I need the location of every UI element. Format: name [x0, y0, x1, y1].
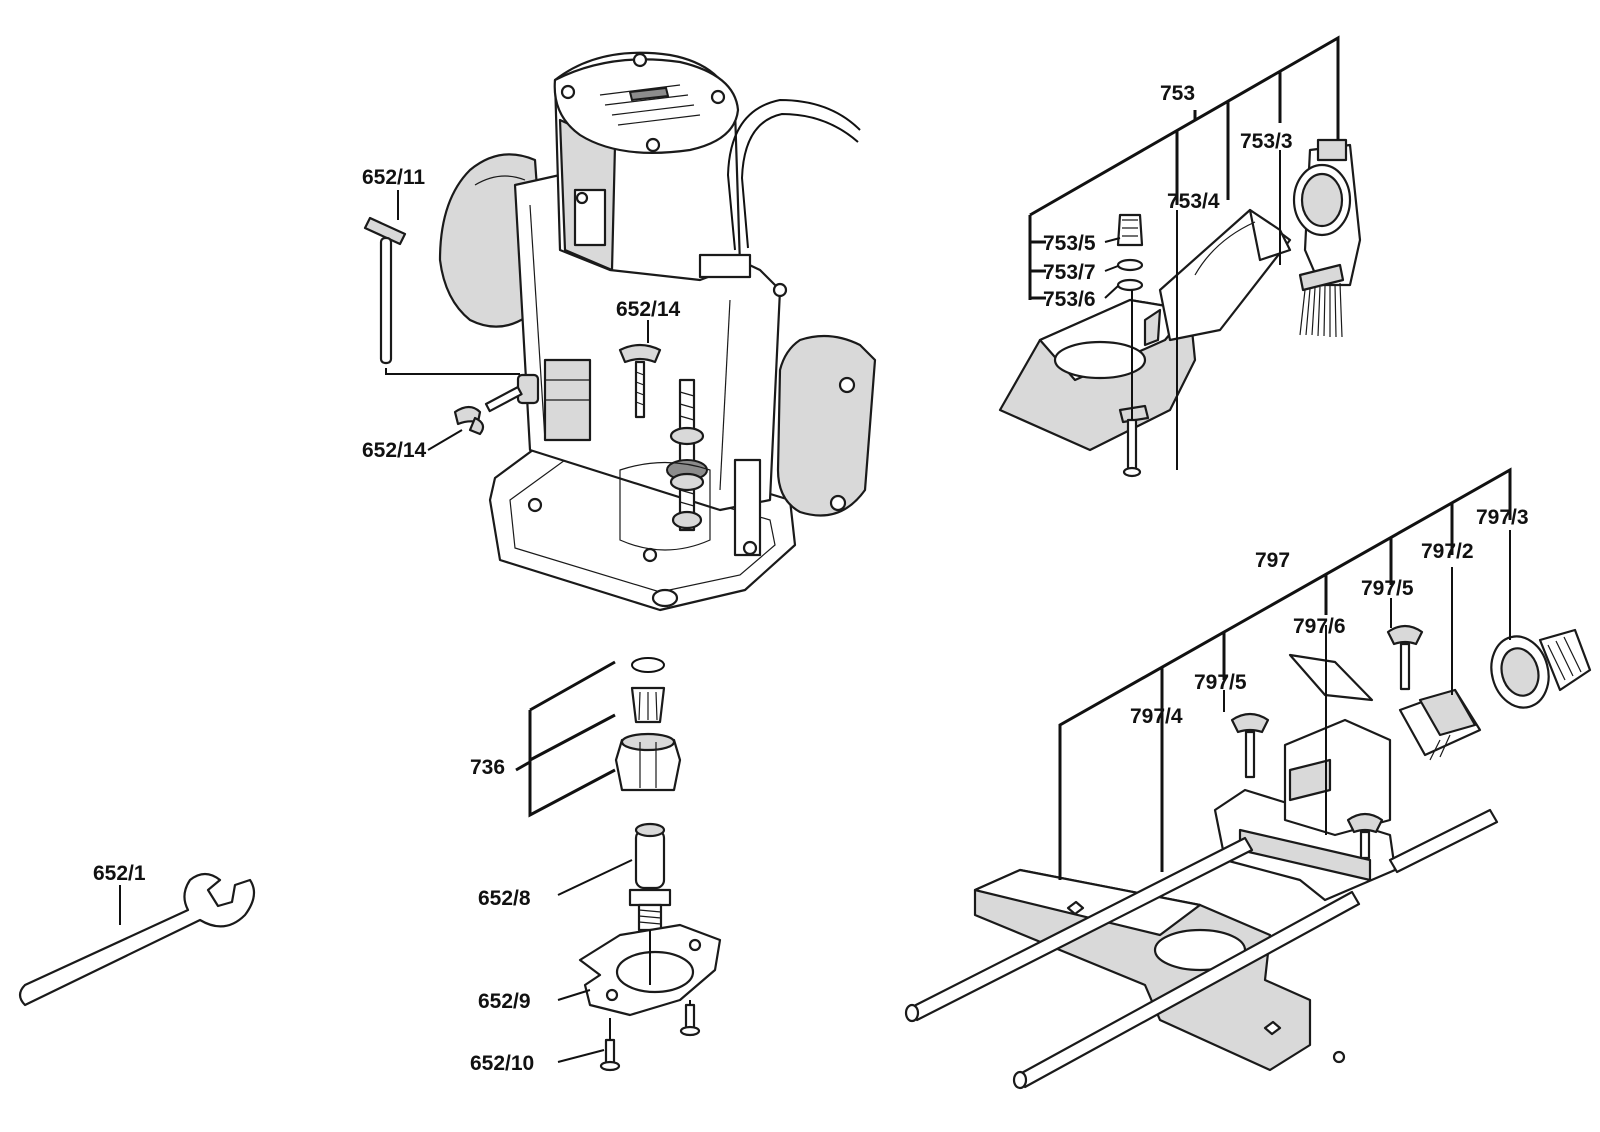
label-652-10: 652/10: [470, 1052, 534, 1075]
label-652-1: 652/1: [93, 862, 146, 885]
label-797-2: 797/2: [1421, 540, 1474, 563]
label-797-5-left: 797/5: [1194, 671, 1247, 694]
part-736-collet-set: [614, 657, 682, 792]
part-652-1-wrench: [18, 872, 256, 1007]
label-753-6: 753/6: [1043, 288, 1096, 311]
label-753-3: 753/3: [1240, 130, 1293, 153]
leader-lines: [119, 35, 1512, 1063]
label-797-5-right: 797/5: [1361, 577, 1414, 600]
label-797-4: 797/4: [1130, 705, 1183, 728]
label-652-14-left: 652/14: [362, 439, 427, 462]
label-736: 736: [470, 756, 505, 779]
labels: 753 753/3 753/4 753/5 753/7 753/6 652/11…: [93, 82, 1529, 1075]
label-753-5: 753/5: [1043, 232, 1096, 255]
label-753: 753: [1160, 82, 1195, 105]
label-797-6: 797/6: [1293, 615, 1346, 638]
label-753-4: 753/4: [1167, 190, 1220, 213]
label-652-14-top: 652/14: [616, 298, 681, 321]
label-797-3: 797/3: [1476, 506, 1529, 529]
label-753-7: 753/7: [1043, 261, 1096, 284]
label-652-8: 652/8: [478, 887, 531, 910]
label-652-9: 652/9: [478, 990, 531, 1013]
label-797: 797: [1255, 549, 1290, 572]
label-652-11: 652/11: [362, 166, 425, 189]
router-main-unit: [438, 51, 877, 612]
part-652-8: [628, 822, 672, 932]
part-652-14-left: [453, 385, 523, 436]
part-652-9: [578, 923, 722, 1072]
part-797-assembly: [904, 624, 1592, 1090]
part-652-11: [363, 216, 520, 375]
part-753-assembly: [998, 138, 1362, 478]
